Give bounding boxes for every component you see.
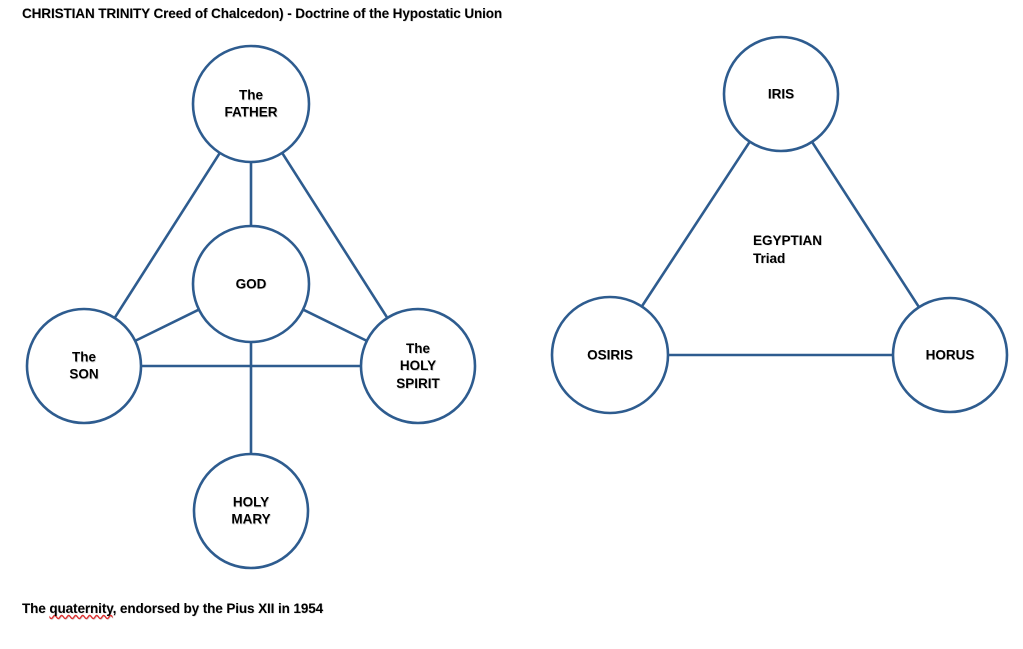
- node-circle-father[interactable]: [191, 44, 311, 164]
- edge-father-to-holy-spirit: [281, 152, 389, 319]
- node-circle-god[interactable]: [191, 224, 311, 344]
- node-circle-iris[interactable]: [722, 35, 840, 153]
- caption-misspelled-word: quaternity: [49, 601, 113, 616]
- edge-father-to-son: [113, 152, 221, 319]
- node-circle-holy-mary[interactable]: [192, 452, 310, 570]
- edge-god-to-holy-spirit: [302, 308, 368, 343]
- page-title: CHRISTIAN TRINITY Creed of Chalcedon) - …: [22, 6, 503, 21]
- caption-suffix: , endorsed by the Pius XII in 1954: [112, 601, 324, 616]
- edges-layer: [113, 140, 921, 454]
- node-circle-holy-spirit[interactable]: [359, 307, 477, 425]
- node-circle-osiris[interactable]: [550, 295, 670, 415]
- edge-iris-to-osiris: [640, 140, 751, 308]
- node-circle-son[interactable]: [25, 307, 143, 425]
- group-label-egyptian-triad: EGYPTIAN Triad: [753, 233, 823, 266]
- caption-prefix: The: [22, 601, 50, 616]
- edge-iris-to-horus: [810, 141, 921, 308]
- node-circle-horus[interactable]: [891, 296, 1009, 414]
- nodes-layer: [25, 35, 1009, 570]
- figure-caption: The quaternity, endorsed by the Pius XII…: [22, 601, 323, 616]
- edge-god-to-son: [134, 308, 200, 343]
